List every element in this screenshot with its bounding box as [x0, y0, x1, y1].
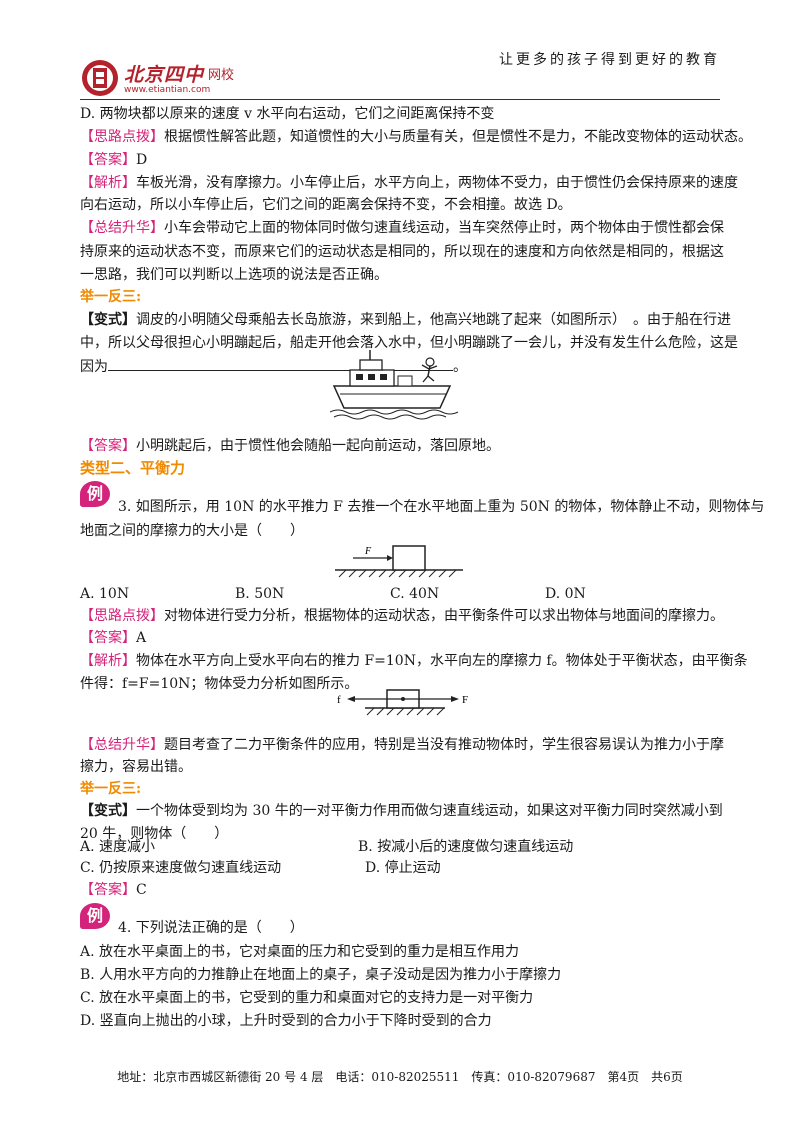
analysis-tag: 【解析】	[80, 653, 136, 669]
answer-1: 【答案】D	[80, 150, 147, 170]
example-badge-4: 例	[80, 903, 110, 929]
answer-3-text: A	[136, 630, 147, 646]
hint-tag: 【思路点拨】	[80, 129, 164, 145]
answer-variant-1-text: 小明跳起后，由于惯性他会随船一起向前运动，落回原地。	[136, 438, 500, 454]
analysis-3-a: 【解析】物体在水平方向上受水平向右的推力 F=10N，水平向左的摩擦力 f。物体…	[80, 651, 748, 671]
practice-heading-1: 举一反三:	[80, 289, 142, 305]
hint-tag: 【思路点拨】	[80, 608, 164, 624]
question-3-b: 地面之间的摩擦力的大小是（ ）	[80, 523, 304, 539]
summary-1-b: 持原来的运动状态不变，而原来它们的运动状态是相同的，所以现在的速度和方向依然是相…	[80, 244, 724, 260]
answer-variant-2: 【答案】C	[80, 880, 147, 900]
analysis-1-a: 【解析】车板光滑，没有摩擦力。小车停止后，水平方向上，两物体不受力，由于惯性仍会…	[80, 173, 738, 193]
summary-3-b: 擦力，容易出错。	[80, 759, 192, 775]
header-slogan: 让更多的孩子得到更好的教育	[499, 52, 720, 68]
variant-1-c-end: 。	[453, 359, 467, 375]
variant-1-c-text: 因为	[80, 359, 108, 375]
v2-option-d[interactable]: D. 停止运动	[365, 860, 441, 876]
answer-tag: 【答案】	[80, 630, 136, 646]
fbd-label-f: f	[337, 694, 341, 706]
answer-blank[interactable]	[108, 356, 453, 371]
question-4: 4. 下列说法正确的是（ ）	[118, 920, 304, 936]
hint-1-text: 根据惯性解答此题，知道惯性的大小与质量有关，但是惯性不是力，不能改变物体的运动状…	[164, 129, 752, 145]
q4-option-a[interactable]: A. 放在水平桌面上的书，它对桌面的压力和它受到的重力是相互作用力	[80, 944, 520, 960]
variant-tag: 【变式】	[80, 803, 136, 819]
hint-3: 【思路点拨】对物体进行受力分析，根据物体的运动状态，由平衡条件可以求出物体与地面…	[80, 606, 724, 626]
logo-sub: 网校	[208, 68, 235, 83]
summary-1-a-text: 小车会带动它上面的物体同时做匀速直线运动，当车突然停止时，两个物体由于惯性都会保	[164, 220, 724, 236]
boat-figure	[330, 350, 459, 420]
q4-option-b[interactable]: B. 人用水平方向的力推静止在地面上的桌子，桌子没动是因为推力小于摩擦力	[80, 967, 562, 983]
v2-option-a[interactable]: A. 速度减小	[80, 839, 156, 855]
q2-option-d: D. 两物块都以原来的速度 v 水平向右运动，它们之间距离保持不变	[80, 106, 495, 122]
q3-option-b[interactable]: B. 50N	[235, 586, 285, 602]
variant-2-a: 【变式】一个物体受到均为 30 牛的一对平衡力作用而做匀速直线运动，如果这对平衡…	[80, 801, 723, 821]
q3-option-d[interactable]: D. 0N	[545, 586, 586, 602]
variant-1-b: 中，所以父母很担心小明蹦起后，船走开他会落入水中，但小明蹦跳了一会儿，并没有发生…	[80, 335, 738, 351]
answer-3: 【答案】A	[80, 628, 146, 648]
summary-1-c: 一思路，我们可以判断以上选项的说法是否正确。	[80, 267, 388, 283]
header-logo: 北京四中 网校 www.etiantian.com	[80, 58, 280, 100]
example-badge-3: 例	[80, 481, 110, 507]
header-rule	[80, 99, 720, 100]
school-logo-icon	[82, 60, 118, 96]
answer-variant-1: 【答案】小明跳起后，由于惯性他会随船一起向前运动，落回原地。	[80, 436, 500, 456]
variant-2-b: 20 牛，则物体（ ）	[80, 826, 229, 842]
analysis-1-b: 向右运动，所以小车停止后，它们之间的距离会保持不变，不会相撞。故选 D。	[80, 197, 572, 213]
variant-2-a-text: 一个物体受到均为 30 牛的一对平衡力作用而做匀速直线运动，如果这对平衡力同时突…	[136, 803, 723, 819]
hint-1: 【思路点拨】根据惯性解答此题，知道惯性的大小与质量有关，但是惯性不是力，不能改变…	[80, 127, 752, 147]
answer-1-text: D	[136, 152, 148, 168]
answer-tag: 【答案】	[80, 152, 136, 168]
analysis-3-a-text: 物体在水平方向上受水平向右的推力 F=10N，水平向左的摩擦力 f。物体处于平衡…	[136, 653, 748, 669]
type-2-heading: 类型二、平衡力	[80, 459, 186, 477]
fbd-label-F: F	[462, 694, 468, 706]
analysis-1-a-text: 车板光滑，没有摩擦力。小车停止后，水平方向上，两物体不受力，由于惯性仍会保持原来…	[136, 175, 738, 191]
summary-3-a: 【总结升华】题目考查了二力平衡条件的应用，特别是当没有推动物体时，学生很容易误认…	[80, 735, 724, 755]
summary-tag: 【总结升华】	[80, 220, 164, 236]
variant-1-a-text: 调皮的小明随父母乘船去长岛旅游，来到船上，他高兴地跳了起来（如图所示） 。由于船…	[136, 312, 731, 328]
q3-option-c[interactable]: C. 40N	[390, 586, 440, 602]
answer-tag: 【答案】	[80, 882, 136, 898]
question-3-a: 3. 如图所示，用 10N 的水平推力 F 去推一个在水平地面上重为 50N 的…	[118, 499, 765, 515]
variant-tag: 【变式】	[80, 312, 136, 328]
q4-option-d[interactable]: D. 竖直向上抛出的小球，上升时受到的合力小于下降时受到的合力	[80, 1013, 492, 1029]
q4-option-c[interactable]: C. 放在水平桌面上的书，它受到的重力和桌面对它的支持力是一对平衡力	[80, 990, 534, 1006]
summary-3-a-text: 题目考查了二力平衡条件的应用，特别是当没有推动物体时，学生很容易误认为推力小于摩	[164, 737, 724, 753]
logo-url: www.etiantian.com	[124, 85, 211, 95]
push-figure: F	[335, 545, 463, 578]
analysis-tag: 【解析】	[80, 175, 136, 191]
q3-option-a[interactable]: A. 10N	[80, 586, 130, 602]
logo-text: 北京四中	[124, 64, 205, 86]
variant-1-a: 【变式】调皮的小明随父母乘船去长岛旅游，来到船上，他高兴地跳了起来（如图所示） …	[80, 310, 731, 330]
v2-option-c[interactable]: C. 仍按原来速度做匀速直线运动	[80, 860, 282, 876]
force-diagram: f F	[337, 689, 468, 716]
answer-tag: 【答案】	[80, 438, 136, 454]
practice-heading-2: 举一反三:	[80, 781, 142, 797]
variant-1-c: 因为 。	[80, 356, 467, 377]
analysis-3-b: 件得：f=F=10N；物体受力分析如图所示。	[80, 676, 359, 692]
summary-tag: 【总结升华】	[80, 737, 164, 753]
summary-1-a: 【总结升华】小车会带动它上面的物体同时做匀速直线运动，当车突然停止时，两个物体由…	[80, 218, 724, 238]
push-label-F: F	[364, 546, 372, 557]
hint-3-text: 对物体进行受力分析，根据物体的运动状态，由平衡条件可以求出物体与地面间的摩擦力。	[164, 608, 724, 624]
v2-option-b[interactable]: B. 按减小后的速度做匀速直线运动	[358, 839, 574, 855]
answer-variant-2-text: C	[136, 882, 147, 898]
page-footer: 地址：北京市西城区新德街 20 号 4 层 电话：010-82025511 传真…	[117, 1070, 683, 1084]
